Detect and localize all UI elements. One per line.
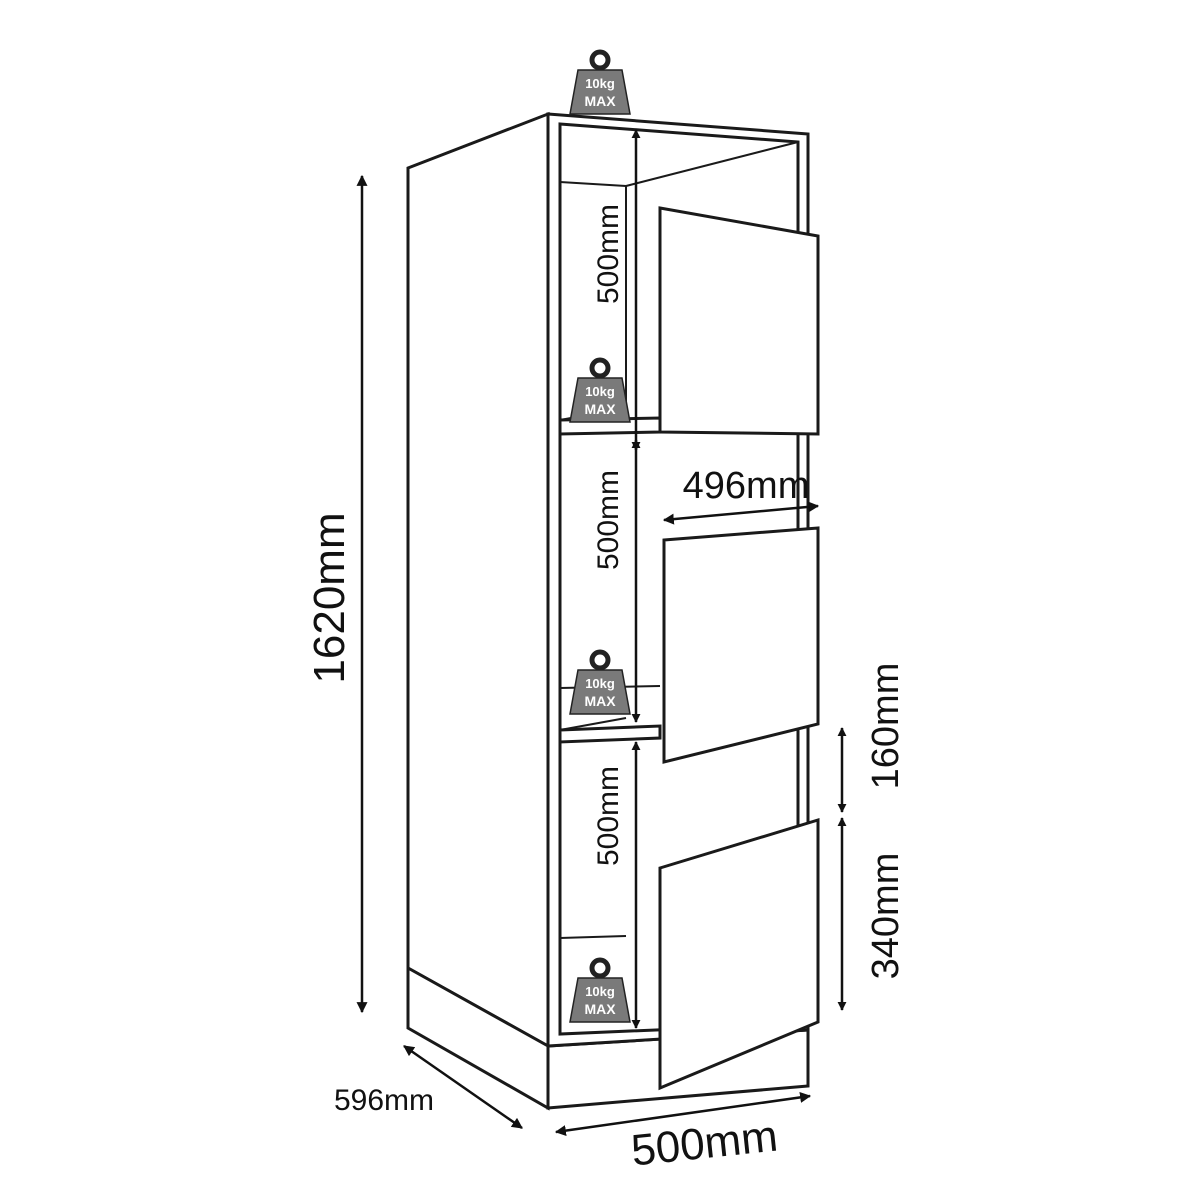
weight-badge-line2: MAX	[584, 693, 616, 709]
shelf-2-depth	[559, 717, 627, 731]
compartment-1-label: 500mm	[592, 204, 625, 304]
door-middle	[662, 526, 820, 764]
weight-badge-top: 10kg MAX	[569, 49, 631, 115]
door-width-label: 496mm	[683, 465, 810, 507]
weight-badge-line2: MAX	[584, 93, 616, 109]
back-diagonal-top	[625, 141, 799, 187]
height-label: 1620mm	[305, 512, 354, 683]
weight-badge-line1: 10kg	[585, 676, 615, 691]
width-dimension-line	[554, 1091, 812, 1137]
weight-badge-shelf-2: 10kg MAX	[569, 649, 631, 715]
side-top-edge	[407, 113, 549, 169]
doors	[658, 206, 820, 1091]
door-width-dimension-line	[662, 501, 820, 525]
weight-badge-shelf-1: 10kg MAX	[569, 357, 631, 423]
lower-door-height-label: 340mm	[865, 853, 907, 980]
door-top	[658, 206, 820, 436]
compartment-3-label: 500mm	[592, 766, 625, 866]
back-edge-bottom	[559, 935, 627, 939]
dimension-labels: 1620mm 500mm 500mm 500mm 496mm 160mm 340…	[305, 204, 907, 1176]
weight-badge-line2: MAX	[584, 401, 616, 417]
weight-badge-bottom: 10kg MAX	[569, 957, 631, 1023]
dimension-lines	[356, 129, 847, 1137]
weight-badge-line1: 10kg	[585, 984, 615, 999]
width-label: 500mm	[629, 1112, 780, 1176]
weight-badge-line2: MAX	[584, 1001, 616, 1017]
weight-badge-line1: 10kg	[585, 76, 615, 91]
weight-badge-line1: 10kg	[585, 384, 615, 399]
gap-height-label: 160mm	[865, 663, 907, 790]
depth-label: 596mm	[334, 1084, 434, 1117]
cabinet-side-panel	[406, 111, 550, 1049]
compartment-2-label: 500mm	[592, 470, 625, 570]
depth-dimension-line	[403, 1044, 523, 1130]
shelf-2	[558, 724, 662, 744]
back-edge-top	[559, 181, 627, 187]
